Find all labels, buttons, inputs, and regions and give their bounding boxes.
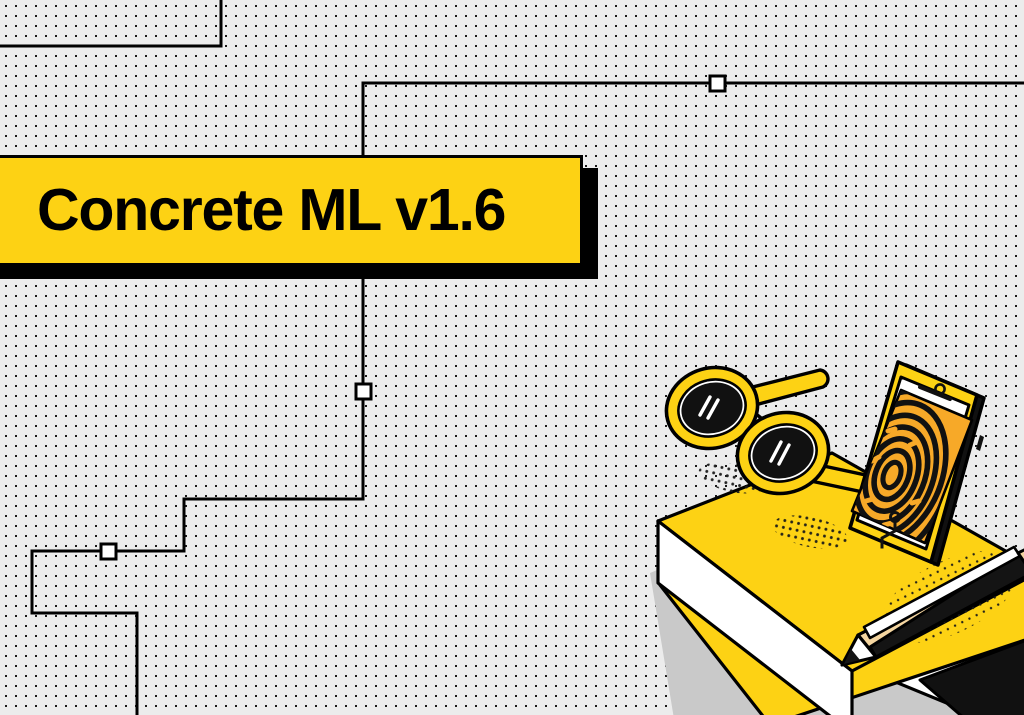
node-top <box>708 74 727 93</box>
node-middle <box>354 382 373 401</box>
illustration-fingerprint-phone-on-book <box>650 360 1024 715</box>
node-left <box>99 542 118 561</box>
page-title: Concrete ML v1.6 <box>37 177 506 243</box>
title-banner-box: Concrete ML v1.6 <box>0 155 583 266</box>
pencil-icon <box>840 545 1024 667</box>
circuit-path-top-right <box>361 81 1024 157</box>
circuit-path-top-left <box>0 0 223 48</box>
sunglasses-icon <box>664 365 919 504</box>
circuit-path-center <box>30 277 365 715</box>
lens-glint-left <box>698 395 720 420</box>
smartphone-icon <box>848 360 986 567</box>
lens-glint-right <box>769 440 791 466</box>
phone-circuit-trace <box>880 511 901 549</box>
title-banner: Concrete ML v1.6 <box>0 155 598 279</box>
phone-camera-icon <box>918 383 952 401</box>
phone-side-button <box>976 435 984 451</box>
